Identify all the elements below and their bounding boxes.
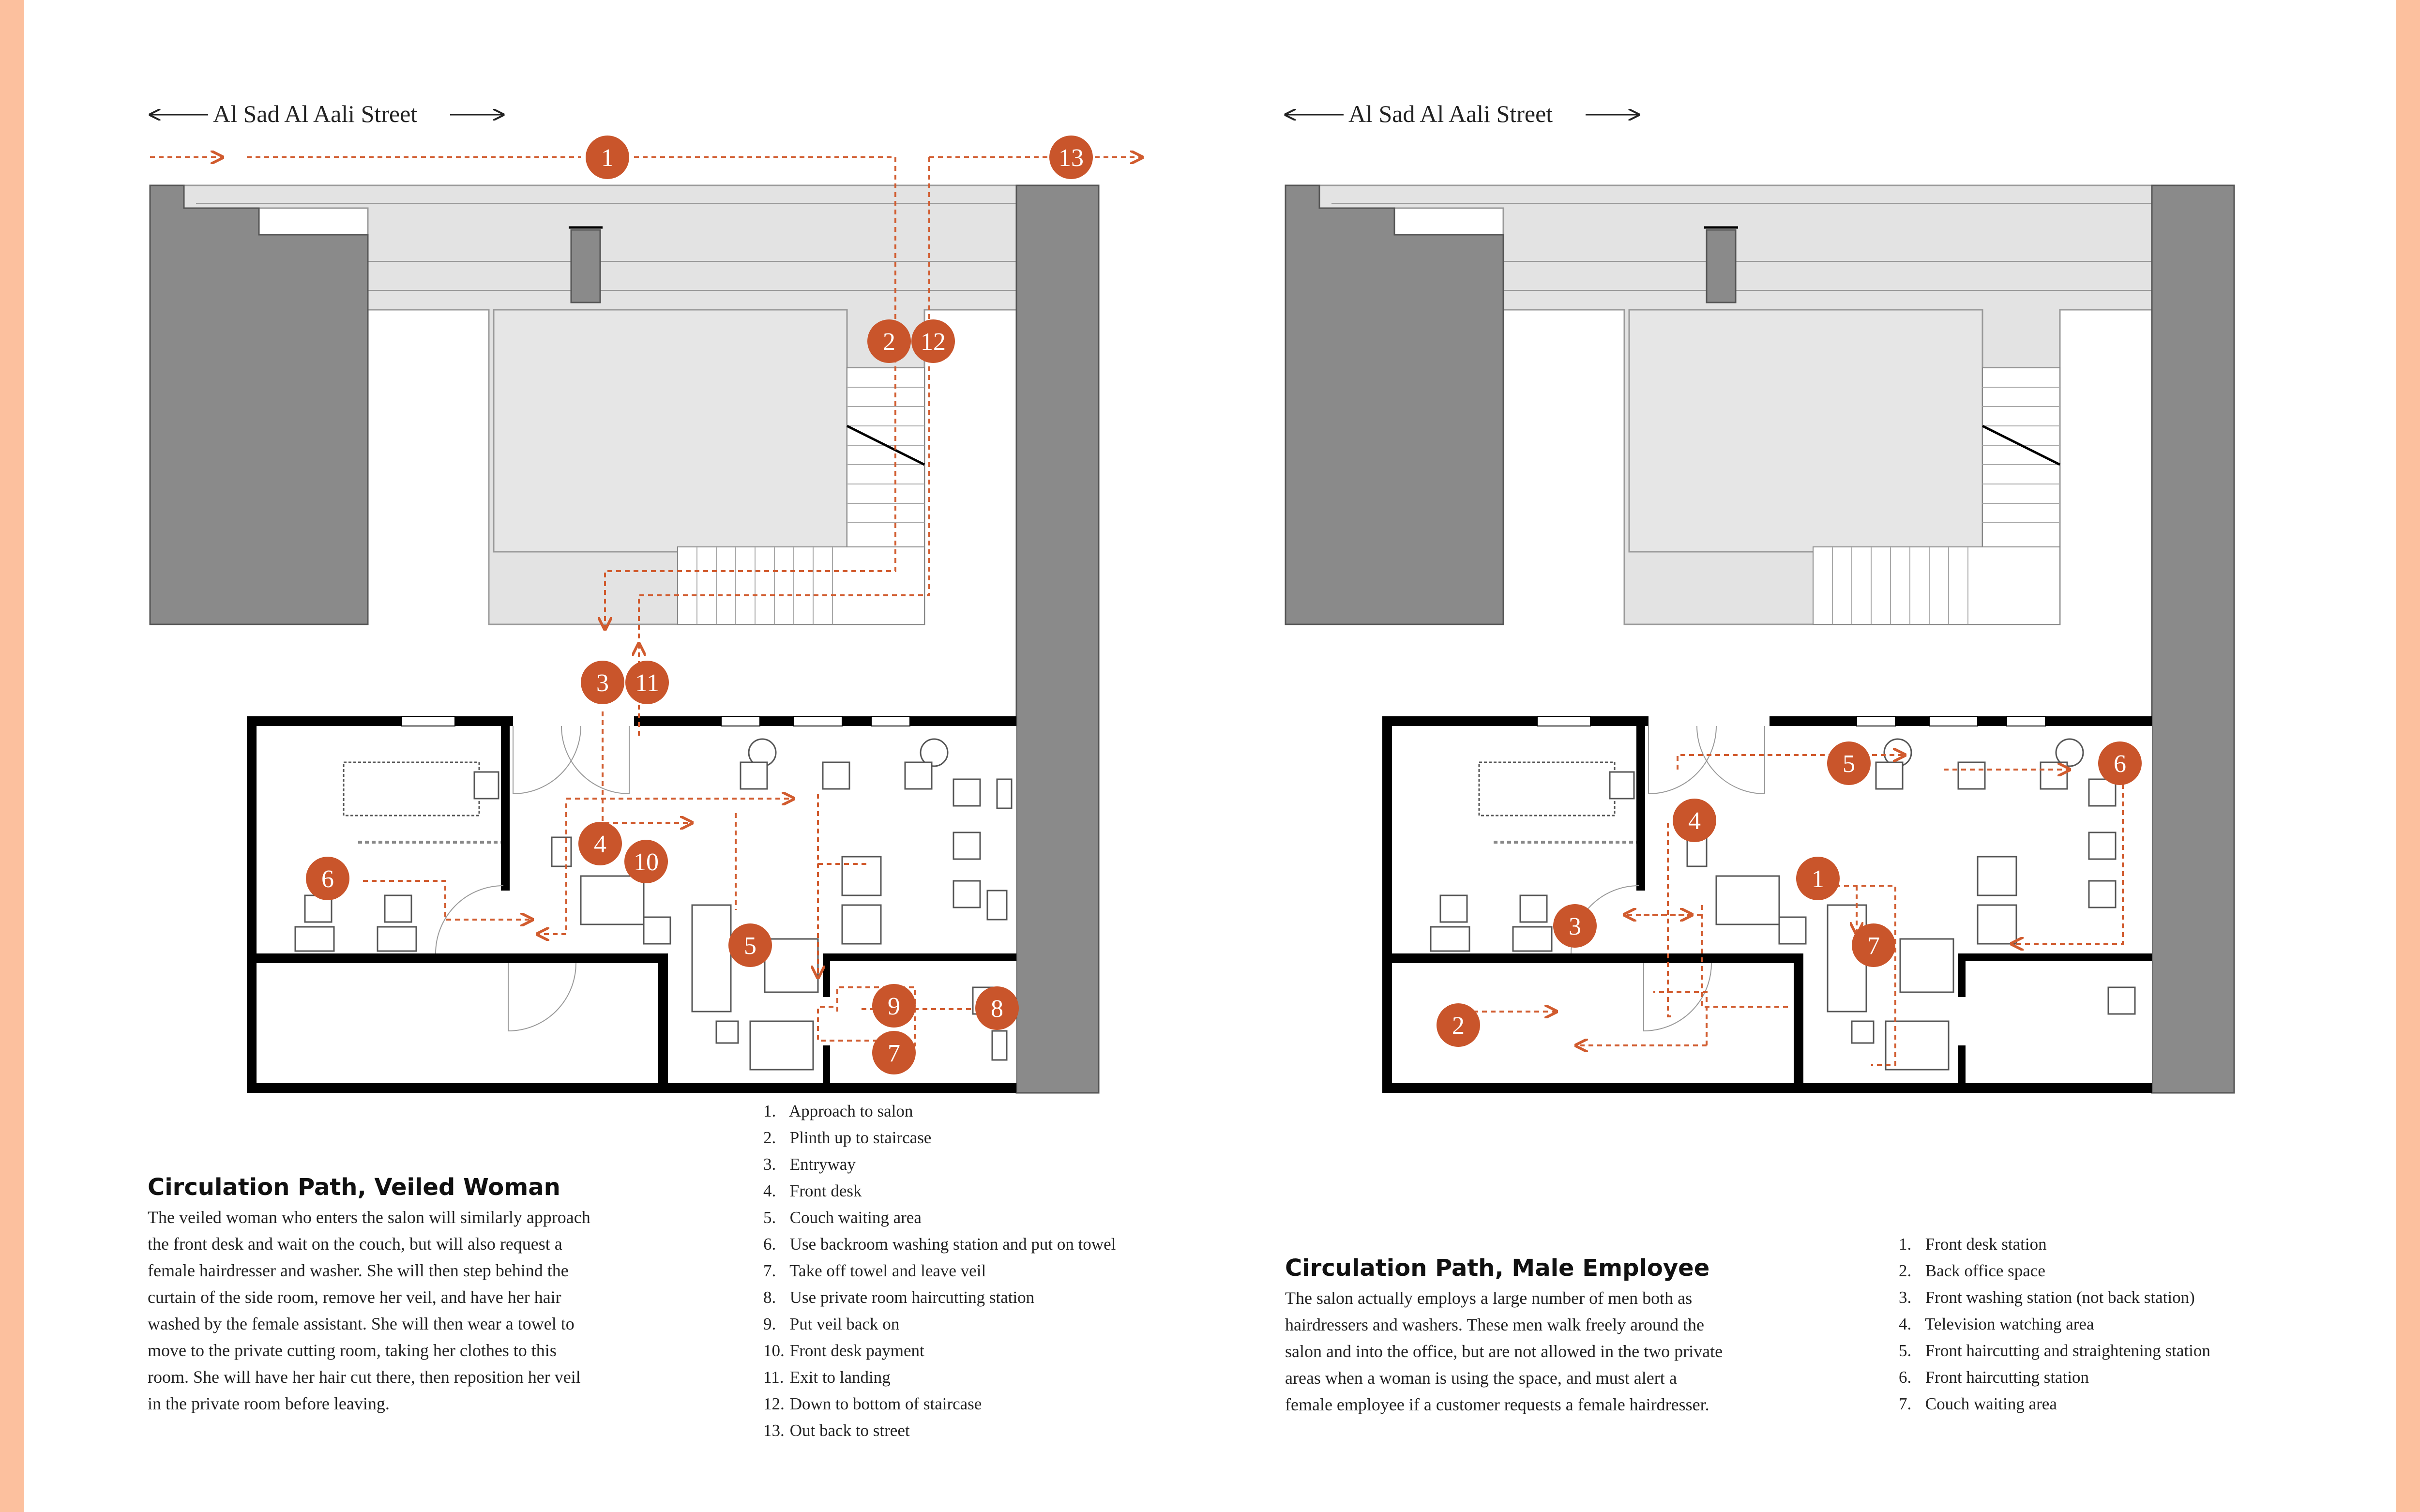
list-item: 8. Use private room haircutting station (763, 1288, 1035, 1307)
floor-plans: Al Sad Al Aali Street (24, 100, 2235, 1094)
svg-text:7: 7 (1867, 932, 1880, 960)
svg-text:11: 11 (635, 669, 659, 697)
marker-5: 5 (728, 923, 772, 967)
list-item: 4. Front desk (763, 1181, 862, 1200)
marker-2: 2 (1437, 1003, 1480, 1047)
svg-text:12: 12 (921, 328, 946, 356)
marker-3: 3 (1553, 904, 1597, 948)
title-veiled-woman: Circulation Path, Veiled Woman (148, 1174, 560, 1201)
list-item: 6. Front haircutting station (1899, 1368, 2089, 1387)
description-line: hairdressers and washers. These men walk… (1285, 1315, 1705, 1334)
marker-13: 13 (1049, 136, 1093, 179)
list-item: 1. Front desk station (1899, 1235, 2047, 1254)
markers-right: 1 2 3 4 5 6 7 (1437, 741, 2142, 1047)
marker-1: 1 (586, 136, 629, 179)
svg-text:2: 2 (883, 328, 895, 356)
marker-6: 6 (306, 857, 349, 900)
plan-male-employee: Al Sad Al Aali Street (1286, 100, 2235, 1094)
marker-11: 11 (625, 661, 669, 704)
list-item: 7. Couch waiting area (1899, 1394, 2057, 1413)
marker-4: 4 (1673, 799, 1716, 842)
steps-male-employee: 1. Front desk station 2. Back office spa… (1899, 1231, 2210, 1417)
description-line: room. She will have her hair cut there, … (148, 1367, 581, 1387)
marker-5: 5 (1827, 741, 1871, 785)
marker-3: 3 (581, 661, 624, 704)
svg-text:9: 9 (888, 993, 900, 1020)
description-line: female employee if a customer requests a… (1285, 1395, 1709, 1414)
list-item: 3. Entryway (763, 1155, 856, 1174)
list-item: 3. Front washing station (not back stati… (1899, 1288, 2195, 1307)
svg-text:1: 1 (601, 144, 614, 172)
marker-2: 2 (867, 319, 911, 363)
marker-4: 4 (578, 822, 622, 865)
svg-text:7: 7 (888, 1040, 900, 1067)
svg-text:4: 4 (1688, 807, 1701, 835)
svg-text:2: 2 (1452, 1012, 1465, 1040)
description-line: salon and into the office, but are not a… (1285, 1342, 1723, 1361)
list-item: 4. Television watching area (1899, 1315, 2094, 1333)
description-line: move to the private cutting room, taking… (148, 1341, 557, 1360)
list-item: 5. Couch waiting area (763, 1208, 922, 1227)
description-line: The veiled woman who enters the salon wi… (148, 1208, 590, 1227)
svg-text:6: 6 (2114, 750, 2126, 778)
svg-text:3: 3 (1569, 913, 1581, 940)
markers-left: 1 2 12 13 3 11 4 10 5 6 9 8 7 (306, 136, 1093, 1074)
street-label: Al Sad Al Aali Street (1348, 100, 1553, 127)
marker-7: 7 (872, 1031, 916, 1074)
description-male-employee: The salon actually employs a large numbe… (1285, 1285, 1817, 1418)
marker-6: 6 (2098, 741, 2142, 785)
description-line: curtain of the side room, remove her vei… (148, 1287, 561, 1307)
marker-10: 10 (624, 840, 668, 883)
svg-text:8: 8 (991, 995, 1003, 1023)
list-item: 13. Out back to street (763, 1421, 910, 1440)
title-male-employee: Circulation Path, Male Employee (1285, 1255, 1710, 1282)
list-item: 1. Approach to salon (763, 1102, 913, 1120)
salon-plan (1382, 716, 2152, 1093)
description-line: washed by the female assistant. She will… (148, 1314, 575, 1333)
street-label: Al Sad Al Aali Street (213, 100, 417, 127)
description-line: areas when a woman is using the space, a… (1285, 1368, 1677, 1388)
svg-text:5: 5 (744, 932, 756, 960)
marker-1: 1 (1796, 857, 1840, 900)
list-item: 11. Exit to landing (763, 1368, 891, 1387)
list-item: 2. Plinth up to staircase (763, 1128, 932, 1147)
svg-text:3: 3 (596, 669, 609, 697)
description-line: the front desk and wait on the couch, bu… (148, 1234, 562, 1254)
marker-9: 9 (872, 984, 916, 1028)
svg-text:5: 5 (1843, 750, 1855, 778)
list-item: 10. Front desk payment (763, 1341, 924, 1360)
marker-12: 12 (911, 319, 955, 363)
steps-veiled-woman: 1. Approach to salon 2. Plinth up to sta… (763, 1098, 1116, 1444)
svg-text:13: 13 (1059, 144, 1084, 172)
marker-7: 7 (1852, 923, 1895, 967)
svg-text:10: 10 (634, 848, 659, 876)
svg-text:4: 4 (594, 831, 606, 858)
marker-8: 8 (975, 986, 1019, 1030)
list-item: 9. Put veil back on (763, 1315, 900, 1333)
description-line: The salon actually employs a large numbe… (1285, 1288, 1693, 1308)
svg-text:1: 1 (1812, 865, 1824, 893)
description-line: female hairdresser and washer. She will … (148, 1261, 569, 1280)
staircase (677, 367, 925, 625)
list-item: 6. Use backroom washing station and put … (763, 1235, 1116, 1254)
page: Al Sad Al Aali Street (24, 0, 2396, 1512)
description-line: in the private room before leaving. (148, 1394, 390, 1413)
plan-veiled-woman: Al Sad Al Aali Street (150, 100, 1142, 1094)
description-veiled-woman: The veiled woman who enters the salon wi… (148, 1204, 680, 1417)
list-item: 2. Back office space (1899, 1261, 2045, 1280)
staircase (1813, 367, 2061, 625)
list-item: 5. Front haircutting and straightening s… (1899, 1341, 2210, 1360)
list-item: 12. Down to bottom of staircase (763, 1394, 982, 1413)
route-male-employee (1465, 755, 2124, 1066)
list-item: 7. Take off towel and leave veil (763, 1261, 986, 1280)
svg-text:6: 6 (321, 865, 334, 893)
